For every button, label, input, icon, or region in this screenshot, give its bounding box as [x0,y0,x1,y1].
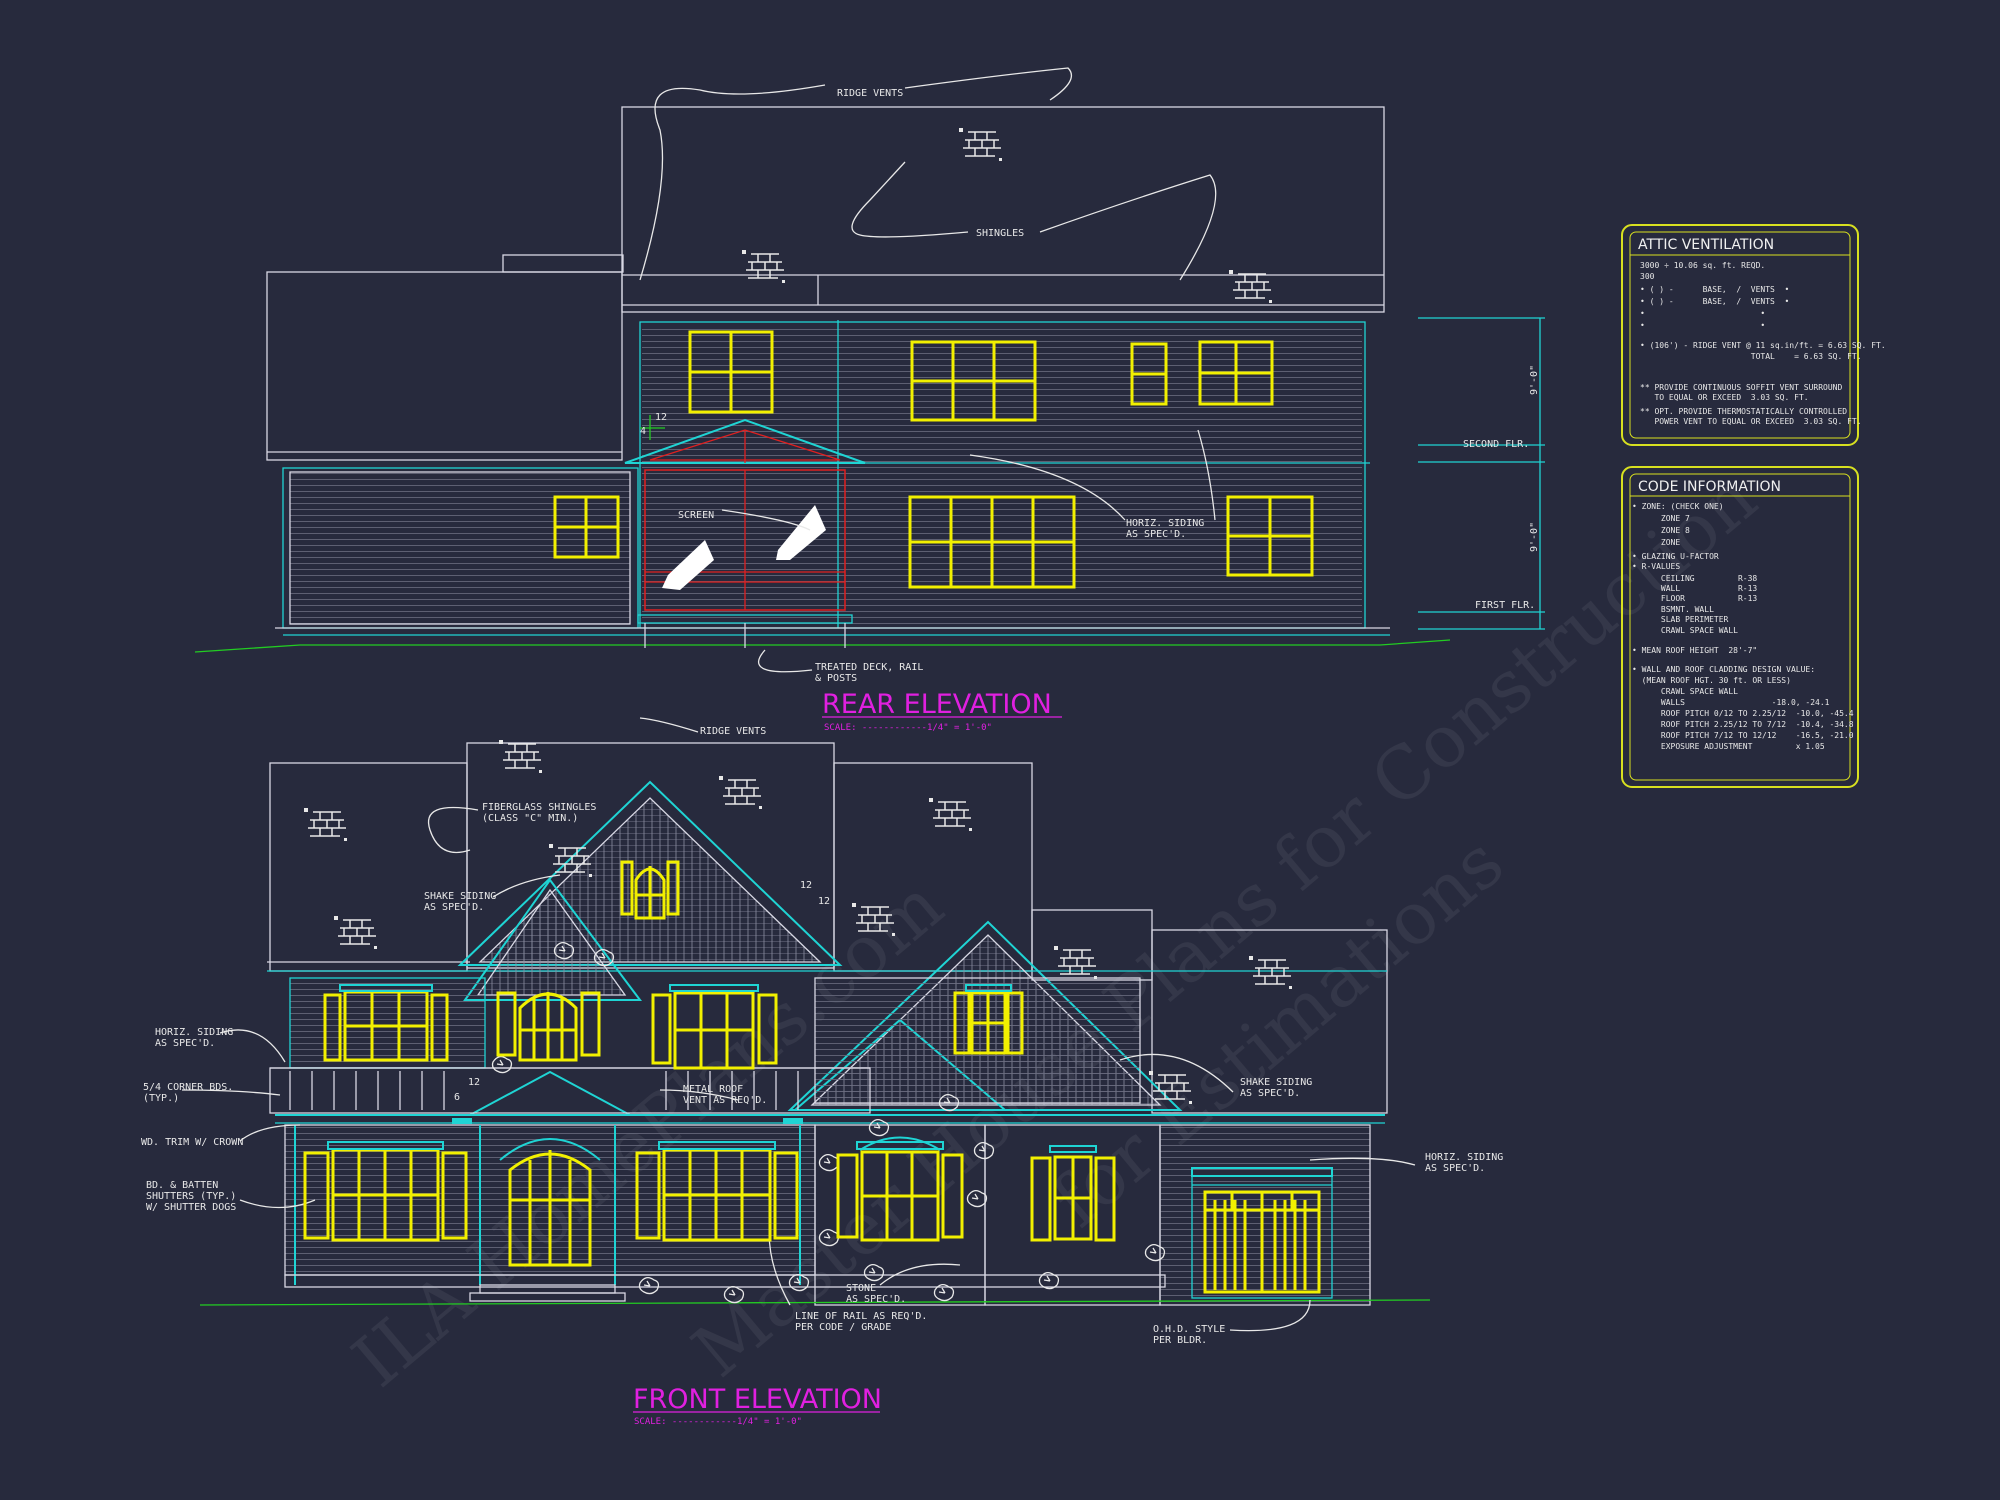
front-windows [303,860,1321,1294]
code-information-box: CODE INFORMATION • ZONE: (CHECK ONE) ZON… [1621,466,1859,788]
code-line: CRAWL SPACE WALL [1632,687,1738,696]
code-line: • GLAZING U-FACTOR [1632,552,1719,561]
line-of-rail-label: LINE OF RAIL AS REQ'D. [795,1311,927,1322]
first-floor-label: FIRST FLR. [1475,600,1535,611]
attic-line: • • [1640,309,1765,318]
attic-line: • ( ) - BASE, / VENTS • [1640,285,1789,294]
corner-boards-label-2: (TYP.) [143,1093,179,1104]
code-line: BSMNT. WALL [1632,605,1714,614]
front-elevation-title: FRONT ELEVATION [633,1384,882,1415]
front-ridge-vents-label: RIDGE VENTS [700,726,766,737]
fiberglass-shingles-label: FIBERGLASS SHINGLES [482,802,596,813]
code-line: ZONE 8 [1632,526,1690,535]
front-elevation-scale: SCALE: ------------1/4" = 1'-0" [634,1417,802,1427]
code-line: EXPOSURE ADJUSTMENT x 1.05 [1632,742,1825,751]
shutters-label: BD. & BATTEN [146,1180,218,1191]
rear-dim-lower: 9'-0" [1529,522,1540,552]
attic-line: TO EQUAL OR EXCEED 3.03 SQ. FT. [1640,393,1809,402]
rear-pitch-rise: 4 [640,426,646,437]
rear-elevation-scale: SCALE: ------------1/4" = 1'-0" [824,723,992,733]
front-window-headers [327,984,1333,1177]
code-line: SLAB PERIMETER [1632,615,1729,624]
code-line: • ZONE: (CHECK ONE) [1632,502,1724,511]
front-pitch-run: 12 [800,880,812,891]
code-line: ZONE [1632,538,1680,547]
rear-elevation [194,67,1545,673]
front-shake-siding-label: SHAKE SIDING [424,891,496,902]
code-line: ZONE 7 [1632,514,1690,523]
attic-line: 300 [1640,272,1655,281]
front-horiz-siding-left-label: HORIZ. SIDING [155,1027,233,1038]
corner-boards-label: 5/4 CORNER BDS. [143,1082,233,1093]
metal-roof-label-2: VENT AS REQ'D. [683,1095,767,1106]
stone-label: STONE [846,1283,876,1294]
shutters-label-3: W/ SHUTTER DOGS [146,1202,236,1213]
rear-deck-label: TREATED DECK, RAIL [815,662,923,673]
attic-line: • (106') - RIDGE VENT @ 11 sq.in/ft. = 6… [1640,341,1886,350]
front-labels: RIDGE VENTS FIBERGLASS SHINGLES (CLASS "… [141,726,1503,1427]
code-line: WALLS -18.0, -24.1 [1632,698,1830,707]
code-line: ROOF PITCH 0/12 TO 2.25/12 -10.0, -45.4 [1632,709,1854,718]
metal-roof-label: METAL ROOF [683,1084,743,1095]
rear-roof-bricks [741,127,1273,304]
rear-elevation-title: REAR ELEVATION [822,689,1052,720]
rear-horiz-siding-label-2: AS SPEC'D. [1126,529,1186,540]
front-horiz-siding-right-label-2: AS SPEC'D. [1425,1163,1485,1174]
rear-labels: RIDGE VENTS SHINGLES SCREEN HORIZ. SIDIN… [640,88,1540,733]
rear-pitch-run: 12 [655,412,667,423]
attic-line: POWER VENT TO EQUAL OR EXCEED 3.03 SQ. F… [1640,417,1862,426]
rear-shingles-label: SHINGLES [976,228,1024,239]
ohd-style-label-2: PER BLDR. [1153,1335,1207,1346]
attic-line: 3000 ÷ 10.06 sq. ft. REQD. [1640,261,1765,270]
code-information-heading: CODE INFORMATION [1638,479,1781,495]
code-line: WALL R-13 [1632,584,1757,593]
front-shake-siding-label-2: AS SPEC'D. [424,902,484,913]
attic-line: • ( ) - BASE, / VENTS • [1640,297,1789,306]
code-line: CEILING R-38 [1632,574,1757,583]
wood-trim-label: WD. TRIM W/ CROWN [141,1137,243,1148]
code-line: CRAWL SPACE WALL [1632,626,1738,635]
rear-screen-label: SCREEN [678,510,714,521]
fiberglass-shingles-label-2: (CLASS "C" MIN.) [482,813,578,824]
front-pitch-rise: 12 [818,896,830,907]
ohd-style-label: O.H.D. STYLE [1153,1324,1225,1335]
code-line: • R-VALUES [1632,562,1680,571]
front-porch-pitch-run: 12 [468,1077,480,1088]
code-line: ROOF PITCH 7/12 TO 12/12 -16.5, -21.0 [1632,731,1854,740]
rear-deck-label-2: & POSTS [815,673,857,684]
front-porch-pitch-rise: 6 [454,1092,460,1103]
code-line: FLOOR R-13 [1632,594,1757,603]
code-line: • WALL AND ROOF CLADDING DESIGN VALUE: [1632,665,1815,674]
front-shake-siding-right-label: SHAKE SIDING [1240,1077,1312,1088]
code-line: (MEAN ROOF HGT. 30 ft. OR LESS) [1632,676,1791,685]
front-shake-siding-right-label-2: AS SPEC'D. [1240,1088,1300,1099]
second-floor-label: SECOND FLR. [1463,439,1529,450]
code-line: • MEAN ROOF HEIGHT 28'-7" [1632,646,1757,655]
rear-ridge-vents-label: RIDGE VENTS [837,88,903,99]
line-of-rail-label-2: PER CODE / GRADE [795,1322,891,1333]
attic-line: ** OPT. PROVIDE THERMOSTATICALLY CONTROL… [1640,407,1847,416]
front-porch-roof [452,1118,803,1124]
stone-label-2: AS SPEC'D. [846,1294,906,1305]
front-horiz-siding-right-label: HORIZ. SIDING [1425,1152,1503,1163]
front-horiz-siding-left-label-2: AS SPEC'D. [155,1038,215,1049]
shutters-label-2: SHUTTERS (TYP.) [146,1191,236,1202]
attic-line: ** PROVIDE CONTINUOUS SOFFIT VENT SURROU… [1640,383,1842,392]
attic-ventilation-box: ATTIC VENTILATION 3000 ÷ 10.06 sq. ft. R… [1621,224,1886,446]
rear-horiz-siding-label: HORIZ. SIDING [1126,518,1204,529]
attic-line: • • [1640,321,1765,330]
attic-line: TOTAL = 6.63 SQ. FT. [1640,352,1862,361]
code-line: ROOF PITCH 2.25/12 TO 7/12 -10.4, -34.8 [1632,720,1854,729]
rear-dim-upper: 9'-0" [1529,365,1540,395]
rear-windows [553,330,1314,589]
attic-ventilation-heading: ATTIC VENTILATION [1638,237,1774,253]
